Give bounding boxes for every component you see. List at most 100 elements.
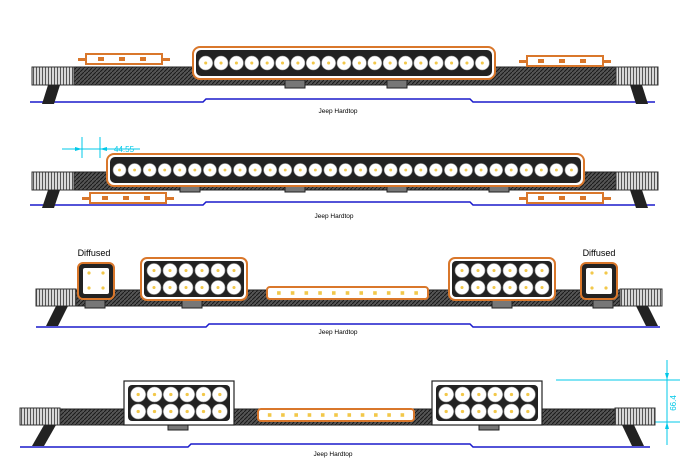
strip-led — [347, 413, 352, 417]
led-emitter — [540, 285, 544, 290]
led-emitter — [185, 392, 189, 397]
led-emitter — [419, 61, 423, 65]
block-light-leds — [130, 386, 228, 420]
height-dimension: 66.4 — [556, 360, 680, 445]
strip-led — [400, 291, 405, 295]
strip-led — [400, 413, 405, 417]
strip-led — [290, 291, 295, 295]
strip-led — [318, 291, 322, 295]
led-emitter — [444, 392, 448, 397]
led-emitter — [152, 409, 157, 414]
roof-line — [30, 98, 655, 103]
led-emitter — [479, 168, 483, 172]
led-emitter — [136, 392, 140, 397]
led-emitter — [450, 61, 454, 65]
led-emitter — [208, 168, 212, 172]
led-emitter — [508, 268, 512, 273]
led-emitter — [118, 168, 121, 172]
led-emitter — [373, 61, 377, 65]
side-bar-right — [519, 192, 611, 204]
led-emitter — [434, 61, 438, 65]
strip-led — [414, 291, 418, 295]
strip-led — [307, 413, 312, 417]
main-light-bar-leds — [198, 55, 490, 71]
main-light-bar-leds — [112, 163, 579, 177]
mount-bracket — [181, 299, 203, 309]
led-emitter — [133, 168, 137, 172]
led-emitter — [460, 285, 464, 290]
config-row-3: Diffused Diffused Jeep Hardtop — [35, 248, 663, 336]
diffused-label-right: Diffused — [583, 248, 616, 258]
led-emitter — [509, 392, 514, 397]
led-emitter — [200, 285, 204, 290]
mount-bracket — [284, 79, 306, 89]
led-emitter — [359, 168, 362, 172]
mount-bracket — [491, 299, 513, 309]
led-emitter — [388, 61, 392, 65]
led-emitter — [136, 409, 140, 414]
block-light-leds — [438, 386, 536, 420]
led-emitter — [477, 409, 481, 414]
led-emitter — [313, 168, 317, 172]
led-emitter — [480, 61, 484, 65]
led-emitter — [168, 268, 172, 273]
width-dimension: 44.55 — [62, 137, 140, 158]
mount-leg-left — [46, 306, 68, 326]
vehicle-label: Jeep Hardtop — [313, 451, 352, 458]
center-light-strip-leds — [277, 291, 418, 295]
led-emitter — [460, 409, 465, 414]
led-emitter — [476, 285, 480, 290]
led-emitter — [465, 61, 469, 65]
led-emitter — [492, 268, 496, 273]
strip-led — [345, 291, 350, 295]
led-emitter — [404, 168, 408, 172]
mount-bracket — [386, 79, 408, 89]
strip-led — [267, 413, 272, 417]
roof-line — [36, 323, 660, 328]
led-emitter — [218, 392, 222, 397]
led-emitter — [283, 168, 287, 172]
end-cap-right — [619, 288, 663, 307]
mount-leg-left — [42, 85, 60, 104]
led-emitter — [329, 168, 332, 172]
vehicle-label: Jeep Hardtop — [318, 329, 357, 336]
diffused-lens — [83, 268, 109, 294]
led-emitter — [216, 285, 220, 290]
led-emitter — [494, 168, 498, 172]
end-cap-left — [31, 66, 75, 86]
mount-bracket — [84, 299, 106, 309]
led-emitter — [476, 268, 480, 273]
side-bar-right — [519, 55, 611, 67]
led-emitter — [238, 168, 242, 172]
led-emitter — [169, 392, 173, 397]
led-emitter — [509, 168, 513, 172]
diffused-lens — [586, 268, 612, 294]
led-emitter — [234, 61, 238, 65]
side-bar-left — [78, 53, 170, 65]
led-emitter — [200, 268, 204, 273]
led-emitter — [540, 268, 544, 273]
mount-leg-right — [622, 425, 644, 446]
led-emitter — [570, 168, 573, 172]
end-cap-left — [35, 288, 77, 307]
led-emitter — [218, 409, 222, 414]
led-emitter — [265, 61, 269, 65]
mount-leg-left — [42, 190, 60, 208]
led-emitter — [163, 168, 167, 172]
end-cap-left — [19, 407, 61, 426]
mount-leg-left — [32, 425, 56, 446]
mount-leg-right — [636, 306, 658, 326]
strip-led — [374, 413, 378, 417]
side-bar-left — [82, 192, 174, 204]
led-emitter — [464, 168, 468, 172]
vehicle-label: Jeep Hardtop — [318, 108, 357, 115]
config-row-2: 44.55 Jeep Hardto — [30, 137, 659, 220]
led-emitter — [201, 409, 206, 414]
block-light-leds — [146, 263, 242, 295]
strip-led — [294, 413, 298, 417]
led-emitter — [204, 61, 208, 65]
led-emitter — [509, 409, 514, 414]
led-emitter — [434, 168, 438, 172]
led-emitter — [296, 61, 300, 65]
led-emitter — [444, 409, 448, 414]
